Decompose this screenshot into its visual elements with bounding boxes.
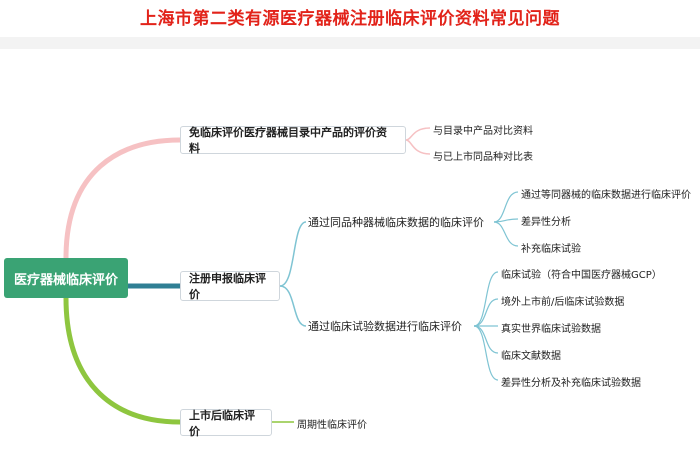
connector-sub2-leaf2	[473, 298, 499, 327]
connector-sub2-leaf4	[473, 325, 499, 354]
root-node[interactable]: 医疗器械临床评价	[4, 258, 128, 298]
leaf-supplementary-trial: 补充临床试验	[521, 244, 581, 255]
connector-branch2-sub2	[279, 285, 307, 327]
page-title: 上海市第二类有源医疗器械注册临床评价资料常见问题	[140, 9, 560, 29]
connector-root-branch1	[63, 137, 181, 259]
branch-registration-evaluation[interactable]: 注册申报临床评价	[180, 271, 280, 301]
leaf-difference-analysis: 差异性分析	[521, 217, 571, 228]
leaf-gcp-clinical-trial: 临床试验（符合中国医疗器械GCP）	[501, 270, 662, 281]
connector-branch1-leaf1	[405, 127, 431, 141]
sub-same-type-device-data: 通过同品种器械临床数据的临床评价	[308, 216, 484, 229]
leaf-difference-and-supplementary-data: 差异性分析及补充临床试验数据	[501, 378, 641, 389]
connector-sub1-leaf3	[493, 221, 519, 247]
connector-sub2-leaf1	[473, 271, 499, 327]
connector-sub2-leaf5	[473, 325, 499, 381]
leaf-periodic-evaluation: 周期性临床评价	[297, 420, 367, 431]
connector-sub1-leaf1	[493, 191, 519, 223]
title-divider-band	[0, 37, 700, 49]
leaf-real-world-data: 真实世界临床试验数据	[501, 324, 601, 335]
leaf-listed-comparison-table: 与已上市同品种对比表	[433, 152, 533, 163]
connector-root-branch3	[63, 297, 181, 425]
leaf-overseas-trial-data: 境外上市前/后临床试验数据	[501, 297, 625, 308]
connector-branch2-sub1	[279, 221, 307, 287]
leaf-literature-data: 临床文献数据	[501, 351, 561, 362]
leaf-equivalent-device-data: 通过等同器械的临床数据进行临床评价	[521, 190, 691, 201]
branch-post-market-evaluation[interactable]: 上市后临床评价	[180, 409, 272, 438]
connector-branch1-leaf2	[405, 139, 431, 155]
branch-exempt-evaluation[interactable]: 免临床评价医疗器械目录中产品的评价资料	[180, 126, 406, 155]
sub-clinical-trial-data: 通过临床试验数据进行临床评价	[308, 320, 462, 333]
leaf-catalog-comparison: 与目录中产品对比资料	[433, 126, 533, 137]
